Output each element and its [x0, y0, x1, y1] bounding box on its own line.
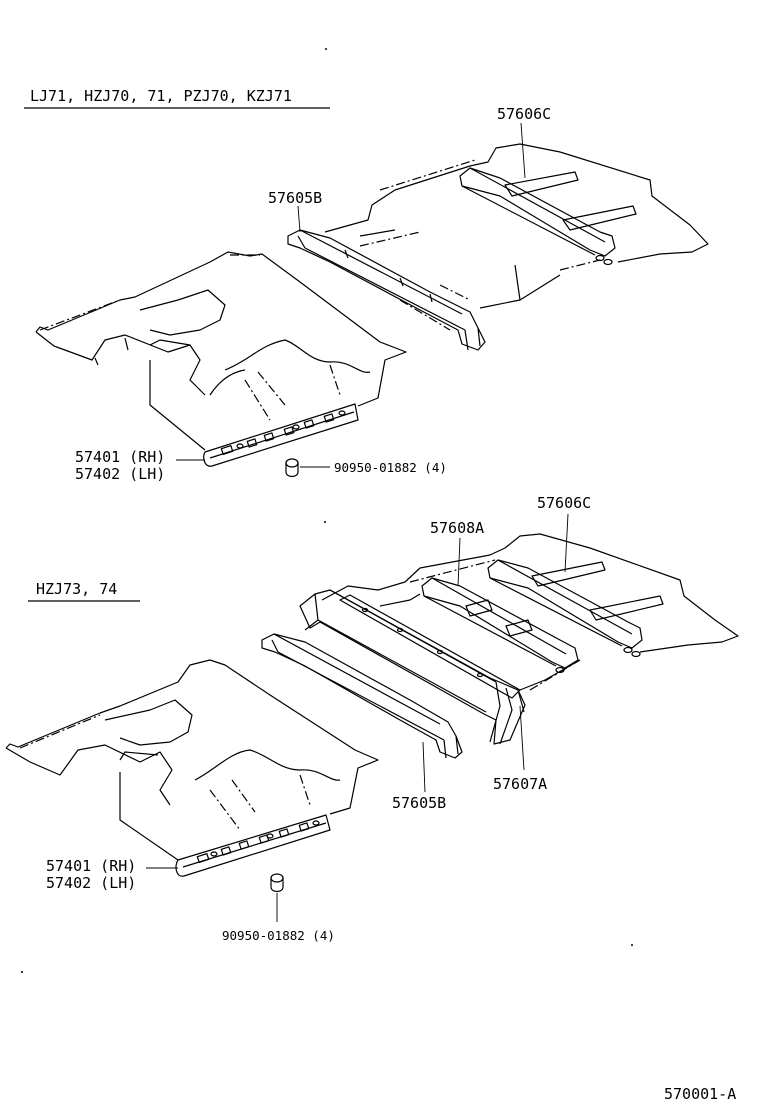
top-callout-57605b: 57605B: [268, 189, 322, 207]
bottom-section: HZJ73, 74: [5, 494, 739, 943]
top-leader-57605b: [297, 205, 301, 233]
top-callout-plug: 90950-01882 (4): [334, 460, 447, 475]
bottom-rear-crossmember: [487, 559, 664, 658]
top-callout-57401: 57401 (RH): [75, 448, 165, 466]
top-callout-57402: 57402 (LH): [75, 465, 165, 483]
top-center-crossmember: [287, 229, 486, 351]
speck: [631, 944, 633, 946]
bottom-section-header: HZJ73, 74: [36, 580, 117, 598]
figure-id: 570001-A: [664, 1085, 736, 1103]
bottom-callout-57402: 57402 (LH): [46, 874, 136, 892]
bottom-callout-plug: 90950-01882 (4): [222, 928, 335, 943]
bottom-callout-57401: 57401 (RH): [46, 857, 136, 875]
bottom-leader-57606c: [564, 513, 569, 573]
top-rear-floor-pan: [324, 143, 709, 331]
bottom-callout-57608a: 57608A: [430, 519, 484, 537]
bottom-rear-floor-pan: [321, 533, 739, 691]
top-rear-crossmember: [459, 167, 637, 266]
bottom-callout-57606c: 57606C: [537, 494, 591, 512]
top-callout-57606c: 57606C: [497, 105, 551, 123]
top-plug: [285, 458, 299, 478]
top-section-header: LJ71, HZJ70, 71, PZJ70, KZJ71: [30, 87, 292, 105]
bottom-crossmember-57608a: [421, 577, 579, 674]
bottom-callout-57605b: 57605B: [392, 794, 446, 812]
top-side-member: [203, 403, 359, 467]
bottom-front-floor-pan: [5, 659, 379, 861]
speck: [21, 971, 23, 973]
bottom-leader-57607a: [519, 705, 525, 771]
top-front-floor-pan: [35, 251, 407, 451]
bottom-center-crossmember: [261, 633, 463, 759]
bottom-frame-rails: [339, 594, 521, 699]
bottom-plug: [270, 873, 284, 893]
bottom-side-member: [175, 814, 331, 877]
bottom-leader-57608a: [457, 537, 461, 587]
speck: [324, 521, 326, 523]
bottom-callout-57607a: 57607A: [493, 775, 547, 793]
bottom-leader-57605b: [422, 741, 426, 793]
top-section: LJ71, HZJ70, 71, PZJ70, KZJ71: [24, 87, 709, 483]
speck: [325, 48, 327, 50]
top-leader-57606c: [520, 122, 526, 179]
